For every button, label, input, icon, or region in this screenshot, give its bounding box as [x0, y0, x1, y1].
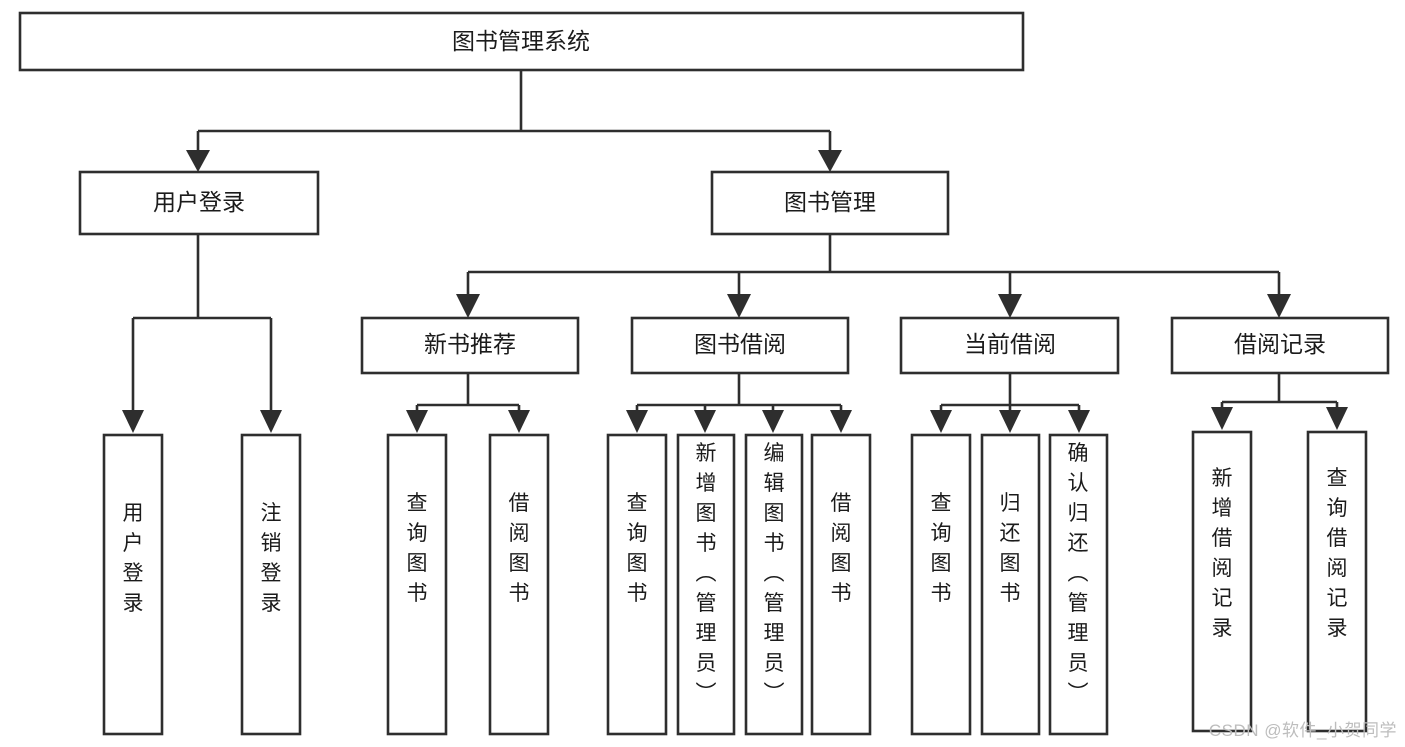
arrow-icon-bookborrow-leaf-2	[694, 410, 716, 433]
node-box-leaf[interactable]	[910, 433, 972, 736]
arrowhead-layer	[122, 150, 1348, 433]
arrow-icon-newbook-leaf-2	[508, 410, 530, 433]
node-label-new-book-recommend: 新书推荐	[424, 331, 516, 357]
node-box-borrow-record[interactable]	[1170, 316, 1390, 375]
node-label-leaf: 查询图书	[627, 492, 648, 605]
node-box-leaf[interactable]	[744, 433, 804, 736]
node-box-new-book-recommend[interactable]	[360, 316, 580, 375]
node-label-leaf: 归还图书	[1000, 492, 1021, 605]
node-box-leaf[interactable]	[810, 433, 872, 736]
node-box-current-borrow[interactable]	[899, 316, 1120, 375]
node-label-leaf: 用户登录	[123, 502, 144, 615]
leaf-node-user-login-login[interactable]: 用户登录	[102, 433, 164, 736]
leaf-node-borrowrecord-query[interactable]: 查询借阅记录	[1306, 430, 1368, 733]
node-label-borrow-record: 借阅记录	[1234, 331, 1326, 357]
node-box-leaf[interactable]	[980, 433, 1041, 736]
leaf-node-borrowrecord-add[interactable]: 新增借阅记录	[1191, 430, 1253, 733]
node-label-book-manage: 图书管理	[784, 189, 876, 215]
leaf-node-bookborrow-query[interactable]: 查询图书	[606, 433, 668, 736]
csdn-watermark: CSDN @软件_小贺同学	[1208, 721, 1397, 740]
arrow-icon-currentborrow-leaf-1	[930, 410, 952, 433]
arrow-icon-currentborrow-leaf-2	[999, 410, 1021, 433]
node-box-leaf[interactable]	[606, 433, 668, 736]
leaf-node-currentborrow-query[interactable]: 查询图书	[910, 433, 972, 736]
node-label-book-borrow: 图书借阅	[694, 331, 786, 357]
node-box-leaf[interactable]	[488, 433, 550, 736]
node-box-user-login[interactable]	[78, 170, 320, 236]
arrow-icon-to-current-borrow	[998, 294, 1022, 318]
node-label-leaf: 新增图书︵管理员︶	[696, 442, 717, 705]
node-box-leaf[interactable]	[676, 433, 736, 736]
node-borrow-record[interactable]: 借阅记录	[1170, 316, 1390, 375]
node-label-leaf: 查询图书	[407, 492, 428, 605]
arrow-icon-to-borrow-record	[1267, 294, 1291, 318]
node-label-leaf: 借阅图书	[509, 492, 530, 605]
node-label-leaf: 确认归还︵管理员︶	[1068, 442, 1089, 705]
arrow-icon-bookborrow-leaf-4	[830, 410, 852, 433]
node-user-login[interactable]: 用户登录	[78, 170, 320, 236]
leaf-node-bookborrow-borrow[interactable]: 借阅图书	[810, 433, 872, 736]
node-box-book-manage[interactable]	[710, 170, 950, 236]
arrow-icon-borrowrecord-leaf-1	[1211, 407, 1233, 430]
leaf-node-bookborrow-add[interactable]: 新增图书︵管理员︶	[676, 433, 736, 736]
node-label-leaf: 编辑图书︵管理员︶	[764, 442, 785, 705]
node-label-user-login: 用户登录	[153, 189, 245, 215]
node-system-root[interactable]: 图书管理系统	[18, 11, 1025, 72]
node-box-book-borrow[interactable]	[630, 316, 850, 375]
node-label-leaf: 借阅图书	[831, 492, 852, 605]
leaf-node-currentborrow-return[interactable]: 归还图书	[980, 433, 1041, 736]
node-label-leaf: 注销登录	[261, 502, 282, 615]
node-label-leaf: 查询借阅记录	[1327, 467, 1348, 640]
arrow-icon-to-user-login	[186, 150, 210, 172]
leaf-node-currentborrow-confirm[interactable]: 确认归还︵管理员︶	[1048, 433, 1109, 736]
arrow-icon-bookborrow-leaf-1	[626, 410, 648, 433]
node-book-manage[interactable]: 图书管理	[710, 170, 950, 236]
arrow-icon-borrowrecord-leaf-2	[1326, 407, 1348, 430]
node-label-leaf: 查询图书	[931, 492, 952, 605]
node-book-borrow[interactable]: 图书借阅	[630, 316, 850, 375]
leaf-node-newbook-query[interactable]: 查询图书	[386, 433, 448, 736]
node-label-system-root: 图书管理系统	[452, 28, 590, 54]
node-box-system-root[interactable]	[18, 11, 1025, 72]
arrow-icon-to-leaf-logout	[260, 410, 282, 433]
node-box-leaf[interactable]	[240, 433, 302, 736]
node-box-leaf[interactable]	[386, 433, 448, 736]
leaf-node-newbook-borrow[interactable]: 借阅图书	[488, 433, 550, 736]
arrow-icon-to-new-book-recommend	[456, 294, 480, 318]
leaf-node-user-login-logout[interactable]: 注销登录	[240, 433, 302, 736]
node-box-leaf[interactable]	[1306, 430, 1368, 733]
leaf-node-bookborrow-edit[interactable]: 编辑图书︵管理员︶	[744, 433, 804, 736]
arrow-icon-newbook-leaf-1	[406, 410, 428, 433]
arrow-icon-currentborrow-leaf-3	[1068, 410, 1090, 433]
arrow-icon-to-book-manage	[818, 150, 842, 172]
node-box-leaf[interactable]	[1191, 430, 1253, 733]
arrow-icon-bookborrow-leaf-3	[762, 410, 784, 433]
node-current-borrow[interactable]: 当前借阅	[899, 316, 1120, 375]
arrow-icon-to-leaf-user-login	[122, 410, 144, 433]
arrow-icon-to-book-borrow	[727, 294, 751, 318]
node-box-leaf[interactable]	[102, 433, 164, 736]
node-box-leaf[interactable]	[1048, 433, 1109, 736]
node-label-current-borrow: 当前借阅	[964, 331, 1056, 357]
node-label-leaf: 新增借阅记录	[1212, 467, 1233, 640]
node-new-book-recommend[interactable]: 新书推荐	[360, 316, 580, 375]
